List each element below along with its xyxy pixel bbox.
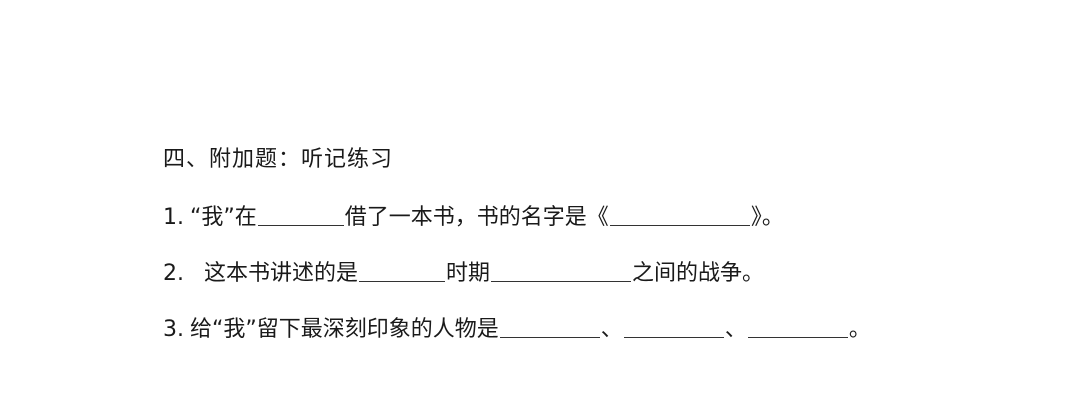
section-title: 四、附加题：听记练习 <box>163 147 394 172</box>
question-text: 给“我”留下最深刻印象的人物是 <box>190 317 499 342</box>
question-text: 这本书讲述的是 <box>204 261 359 286</box>
question-number: 2. <box>163 261 184 286</box>
question-1: 1. “我”在 借了一本书，书的名字是《 》。 <box>163 201 784 233</box>
answer-blank-period[interactable] <box>359 259 446 282</box>
question-text: “我”在 <box>190 205 257 230</box>
question-text: 时期 <box>446 261 491 286</box>
question-text: 借了一本书，书的名字是《 <box>344 205 609 230</box>
question-text: 》。 <box>750 205 784 230</box>
answer-blank-book-title[interactable] <box>609 203 750 226</box>
answer-blank-character-2[interactable] <box>623 315 724 338</box>
question-text: 。 <box>848 317 871 342</box>
answer-blank-character-1[interactable] <box>499 315 600 338</box>
answer-blank-parties[interactable] <box>491 259 632 282</box>
question-number: 1. <box>163 205 184 230</box>
answer-blank-place[interactable] <box>257 203 344 226</box>
question-number: 3. <box>163 317 184 342</box>
question-2: 2. 这本书讲述的是 时期 之间的战争。 <box>163 257 764 289</box>
question-text: 之间的战争。 <box>632 261 765 286</box>
question-3: 3. 给“我”留下最深刻印象的人物是 、 、 。 <box>163 313 871 345</box>
question-text: 、 <box>600 317 623 342</box>
answer-blank-character-3[interactable] <box>747 315 848 338</box>
question-text: 、 <box>724 317 747 342</box>
